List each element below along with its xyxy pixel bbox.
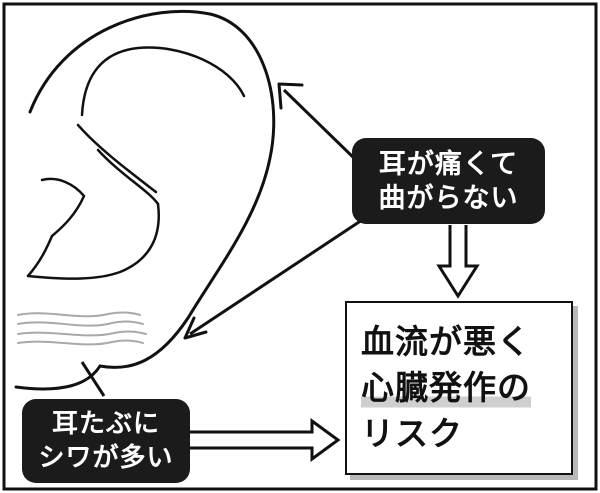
ear-outer-contour — [14, 9, 276, 391]
result-line1: 血流が悪く — [361, 322, 531, 361]
result-line3: リスク — [361, 414, 463, 453]
result-risk-box: 血流が悪く 心臓発作の リスク — [345, 301, 573, 475]
ear-tragus — [26, 177, 86, 278]
ear-antihelix — [76, 123, 158, 194]
ear-concha — [26, 202, 160, 280]
ear-antihelix-lower — [96, 148, 160, 206]
arrow-to-ear-top — [277, 82, 358, 162]
callout-earlobe-wrinkle-line1: 耳たぶに — [51, 409, 160, 439]
earlobe-wrinkles — [17, 311, 147, 346]
callout-earlobe-wrinkle: 耳たぶに シワが多い — [22, 399, 190, 483]
double-arrow-down — [436, 225, 480, 299]
ear-inner-helix — [80, 46, 246, 117]
result-text: 血流が悪く 心臓発作の リスク — [361, 319, 531, 457]
callout-ear-pain-line1: 耳が痛くて — [378, 149, 519, 180]
earlobe-pointer-line — [80, 361, 106, 397]
arrow-to-ear-lower — [183, 218, 363, 340]
callout-ear-pain-line2: 曲がらない — [378, 183, 519, 214]
double-arrow-right — [190, 418, 341, 462]
result-line2: 心臓発作の — [361, 365, 531, 411]
callout-earlobe-wrinkle-line2: シワが多い — [38, 443, 174, 473]
callout-ear-pain: 耳が痛くて 曲がらない — [352, 138, 545, 224]
